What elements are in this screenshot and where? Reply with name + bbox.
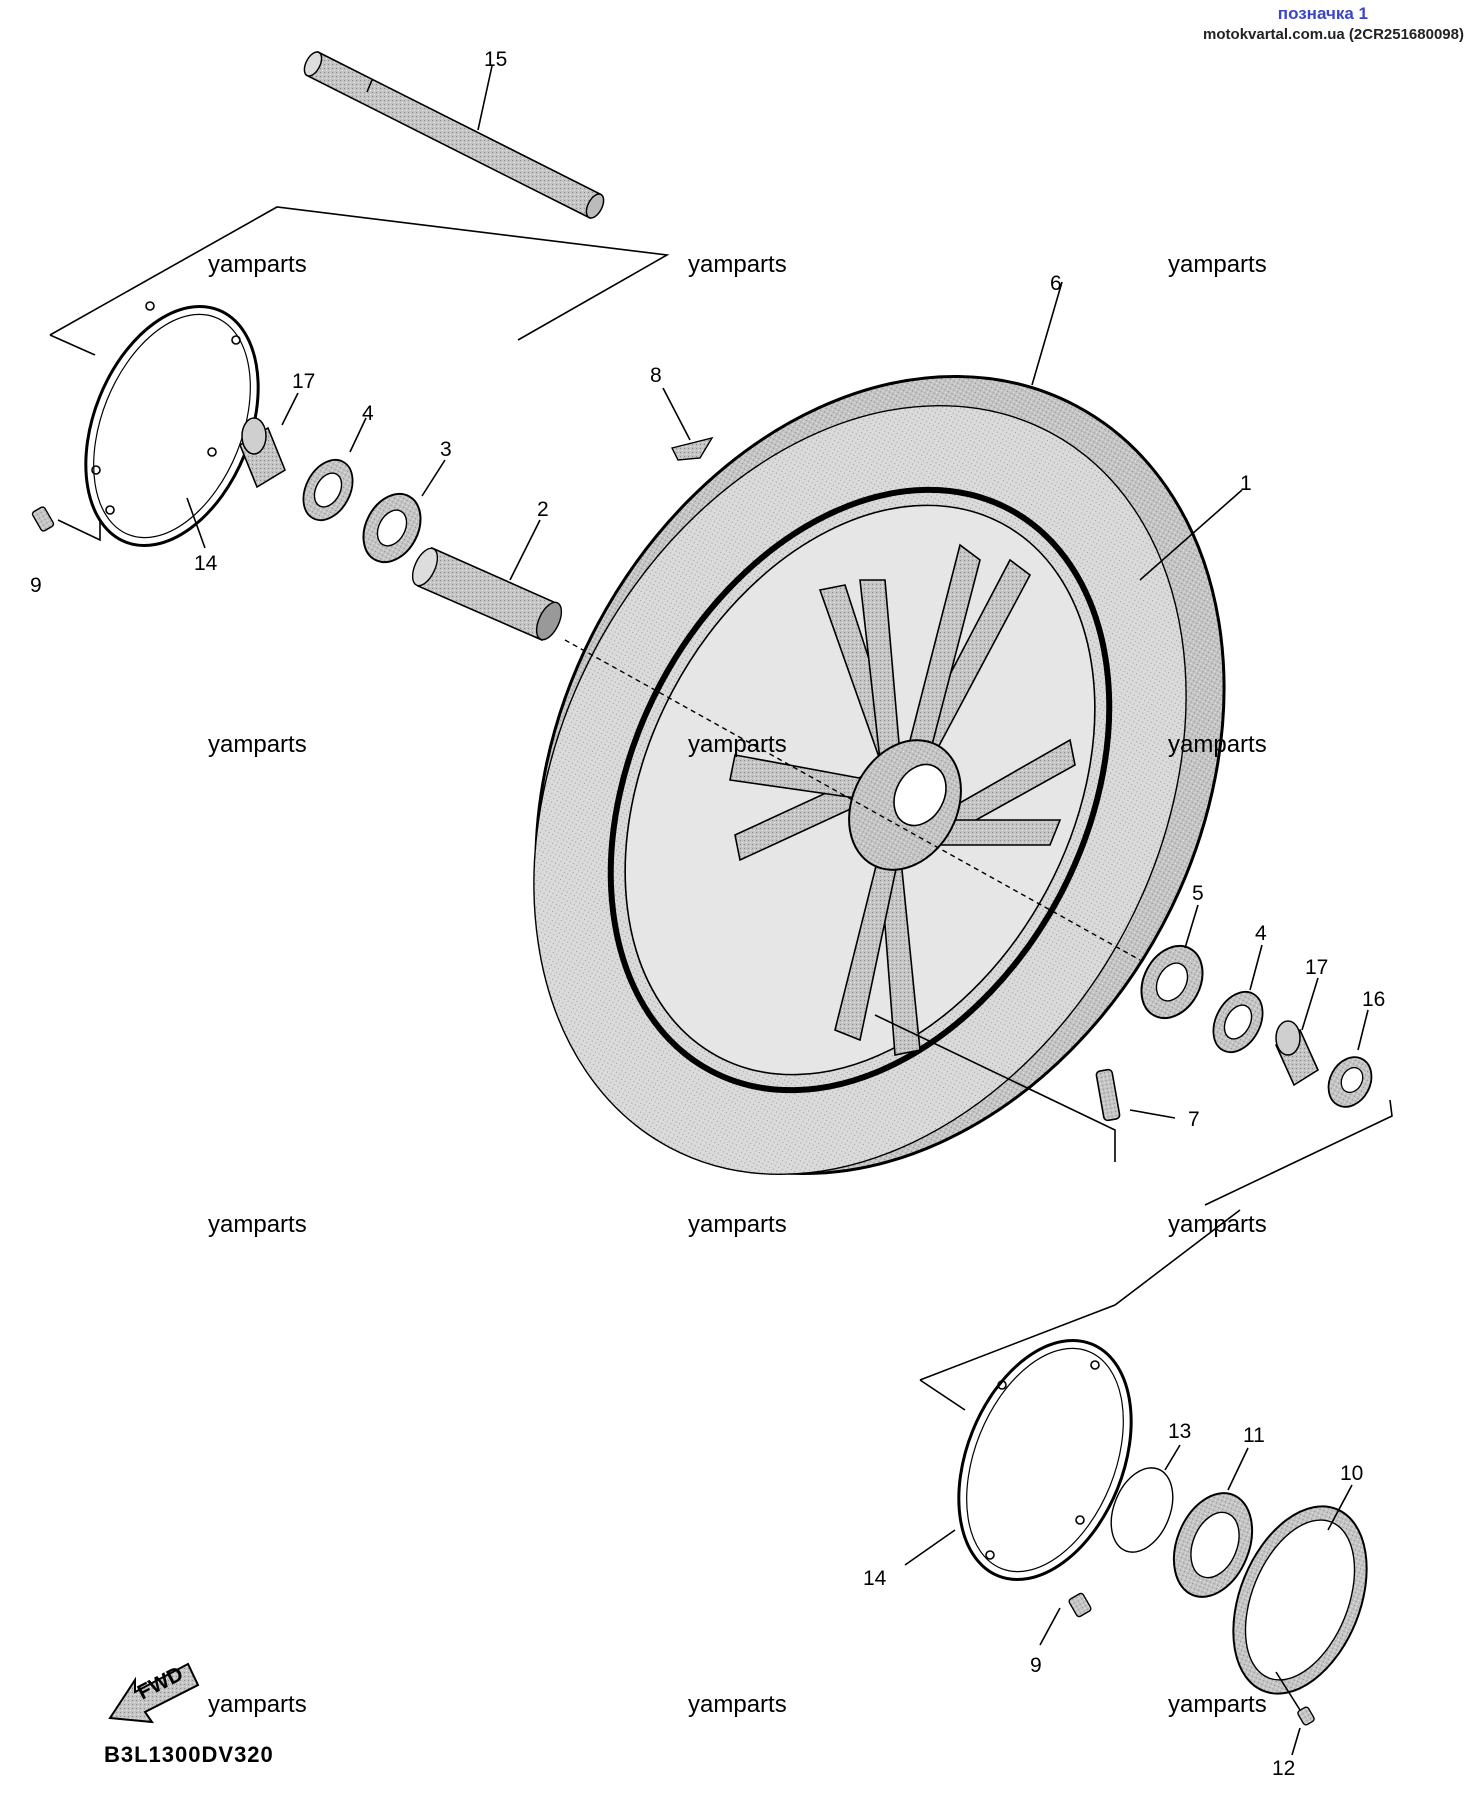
seal-part-4-right — [1212, 991, 1264, 1053]
weight-part-8 — [670, 436, 714, 461]
callout-9-lower: 9 — [1030, 1654, 1042, 1677]
callout-15: 15 — [484, 48, 507, 71]
watermark: yamparts — [1168, 1691, 1267, 1718]
wheel-assembly — [533, 375, 1226, 1176]
callout-2: 2 — [537, 498, 549, 521]
bolt-part-9-left — [31, 506, 101, 542]
bracket-lower — [919, 1209, 1241, 1381]
leader-2 — [509, 519, 541, 581]
leader-14-left — [186, 497, 206, 549]
leader-7 — [1129, 1109, 1176, 1119]
spacer-part-2 — [411, 546, 563, 642]
diagram-code: B3L1300DV320 — [104, 1742, 274, 1767]
collar-part-17-right — [1274, 1020, 1320, 1087]
callout-11: 11 — [1243, 1424, 1265, 1447]
rotor-part-10 — [1232, 1505, 1368, 1695]
bracket-lower-tick — [919, 1379, 966, 1411]
leader-15 — [477, 65, 493, 131]
watermark: yamparts — [208, 251, 307, 278]
callout-3: 3 — [440, 438, 452, 461]
leader-12 — [1291, 1727, 1301, 1756]
leader-16 — [1357, 1009, 1369, 1051]
watermark: yamparts — [688, 731, 787, 758]
leader-5 — [1184, 904, 1199, 949]
watermark: yamparts — [208, 731, 307, 758]
oring-part-13 — [1110, 1467, 1174, 1553]
bracket-upper-left-tick — [49, 334, 96, 356]
gasket-part-14-lower — [957, 1338, 1133, 1582]
watermark: yamparts — [208, 1691, 307, 1718]
callout-9-left: 9 — [30, 574, 42, 597]
fwd-arrow-icon: FWD — [108, 1662, 200, 1724]
collar-part-17-left — [239, 417, 286, 489]
callout-17-right: 17 — [1305, 956, 1328, 979]
bearing-part-5 — [1140, 944, 1204, 1020]
leader-14-lower — [904, 1529, 956, 1566]
bracket-right — [1204, 1099, 1393, 1206]
callout-10: 10 — [1340, 1462, 1363, 1485]
leader-11 — [1227, 1447, 1249, 1491]
watermark: yamparts — [1168, 1211, 1267, 1238]
callout-14-lower: 14 — [863, 1567, 887, 1590]
bracket-upper — [49, 206, 670, 341]
bolt-part-7 — [1095, 1068, 1121, 1122]
watermark: yamparts — [1168, 251, 1267, 278]
flange-part-11 — [1172, 1492, 1254, 1598]
leader-6 — [1031, 281, 1063, 386]
nut-part-16 — [1327, 1056, 1373, 1108]
callout-17-left: 17 — [292, 370, 315, 393]
leader-8 — [662, 387, 691, 441]
leader-9-lower — [1039, 1607, 1061, 1646]
axle-part-15 — [303, 50, 605, 220]
callout-5: 5 — [1192, 882, 1204, 905]
seal-part-4-left — [302, 459, 354, 521]
callout-16: 16 — [1362, 988, 1385, 1011]
bolt-part-9-lower — [1068, 1592, 1092, 1618]
callout-4-left: 4 — [362, 402, 374, 425]
watermark: yamparts — [208, 1211, 307, 1238]
leader-4-left — [349, 417, 367, 453]
leader-13 — [1164, 1444, 1181, 1471]
callout-1: 1 — [1240, 472, 1252, 495]
watermark: yamparts — [688, 1691, 787, 1718]
axis-line — [564, 639, 1141, 961]
watermark: yamparts — [688, 251, 787, 278]
callout-4-right: 4 — [1255, 922, 1267, 945]
leader-1 — [1139, 489, 1243, 581]
header-source: motokvartal.com.ua (2CR251680098) — [1203, 26, 1464, 43]
callout-14-left: 14 — [194, 552, 218, 575]
leader-17-right — [1301, 977, 1319, 1031]
callout-6: 6 — [1050, 272, 1062, 295]
leader-10 — [1327, 1484, 1353, 1531]
callout-7: 7 — [1188, 1108, 1200, 1131]
callout-12: 12 — [1272, 1757, 1295, 1780]
bearing-part-3 — [362, 492, 422, 564]
leader-3 — [421, 459, 446, 497]
callout-8: 8 — [650, 364, 662, 387]
watermark: yamparts — [688, 1211, 787, 1238]
bracket-7 — [874, 1014, 1116, 1162]
callout-13: 13 — [1168, 1420, 1191, 1443]
leader-12-upper — [1275, 1671, 1301, 1711]
watermark: yamparts — [1168, 731, 1267, 758]
header-tag: позначка 1 — [1277, 4, 1368, 23]
leader-4-right — [1249, 944, 1263, 991]
leader-17-left — [281, 392, 299, 426]
screw-part-12 — [1297, 1706, 1315, 1726]
